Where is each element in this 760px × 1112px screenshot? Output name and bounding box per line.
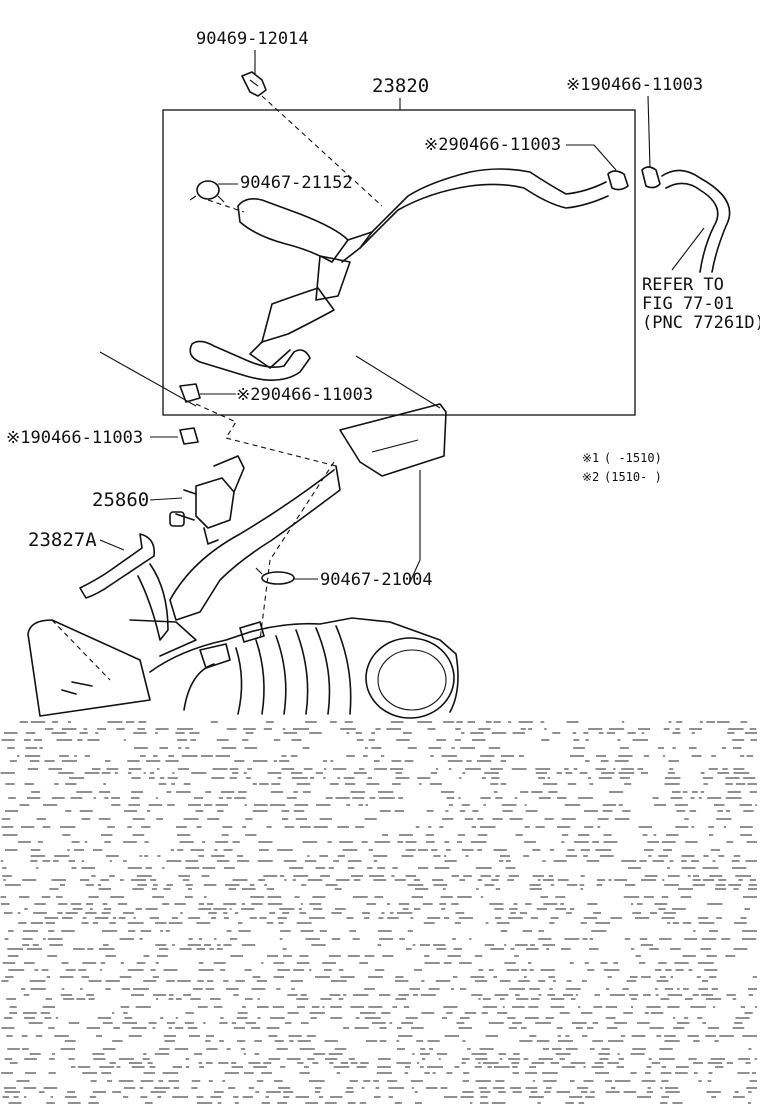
diag-line-left xyxy=(99,351,197,407)
vsv-valve-icon xyxy=(169,455,245,545)
refer-note-line3: (PNC 77261D) xyxy=(642,313,760,333)
valve-leader xyxy=(149,497,183,501)
valve-label: 25860 xyxy=(92,489,149,511)
intake-bellows xyxy=(27,617,459,719)
clamp-inner-label: ※290466-11003 xyxy=(424,135,561,155)
clamp-left-label: 90467-21152 xyxy=(240,173,353,193)
small-hose-icon xyxy=(79,533,169,641)
clip-top-label: 90469-12014 xyxy=(196,29,309,49)
clamp-intake-label: 90467-21004 xyxy=(320,570,433,590)
external-hose xyxy=(661,169,731,273)
clamp-right-top-leader xyxy=(647,95,651,169)
refer-leader xyxy=(671,227,705,271)
clamp-inner-icon xyxy=(607,170,629,191)
hose-leader xyxy=(99,539,125,551)
clamp-outside-left-label: ※190466-11003 xyxy=(6,428,143,448)
bracket-leader-2 xyxy=(409,559,421,583)
clip-top-dashline xyxy=(261,95,383,207)
clamp-left-icon xyxy=(189,180,225,203)
intake-bracket xyxy=(339,403,447,477)
air-cleaner-panel xyxy=(129,465,341,657)
hose-label: 23827A xyxy=(28,529,97,551)
assembly-number-label: 23820 xyxy=(372,75,429,97)
legend-mark-2: ※2 xyxy=(582,470,599,484)
intake-dashed-guide xyxy=(259,461,335,641)
refer-note-line2: FIG 77-01 xyxy=(642,294,734,314)
hose-assembly xyxy=(189,168,609,381)
clamp-right-top-icon xyxy=(641,166,661,189)
legend-range-2: (1510- ) xyxy=(604,470,662,484)
clamp-box-bottom-icon xyxy=(179,383,201,403)
clamp-intake-icon xyxy=(255,567,295,585)
clamp-inner-leader-2 xyxy=(593,144,617,171)
clamp-left-dashline xyxy=(207,199,245,213)
clamp-outside-left-icon xyxy=(179,427,199,445)
clamp-dashed-connector xyxy=(195,403,337,467)
legend-range-1: ( -1510) xyxy=(604,451,662,465)
assembly-box xyxy=(162,109,636,416)
refer-note-line1: REFER TO xyxy=(642,275,724,295)
diag-line-right xyxy=(355,355,441,409)
clip-top-icon xyxy=(241,71,267,97)
clamp-right-top-label: ※190466-11003 xyxy=(566,75,703,95)
legend-mark-1: ※1 xyxy=(582,451,599,465)
clamp-box-bottom-label: ※290466-11003 xyxy=(236,385,373,405)
scan-noise-region xyxy=(0,721,757,1104)
